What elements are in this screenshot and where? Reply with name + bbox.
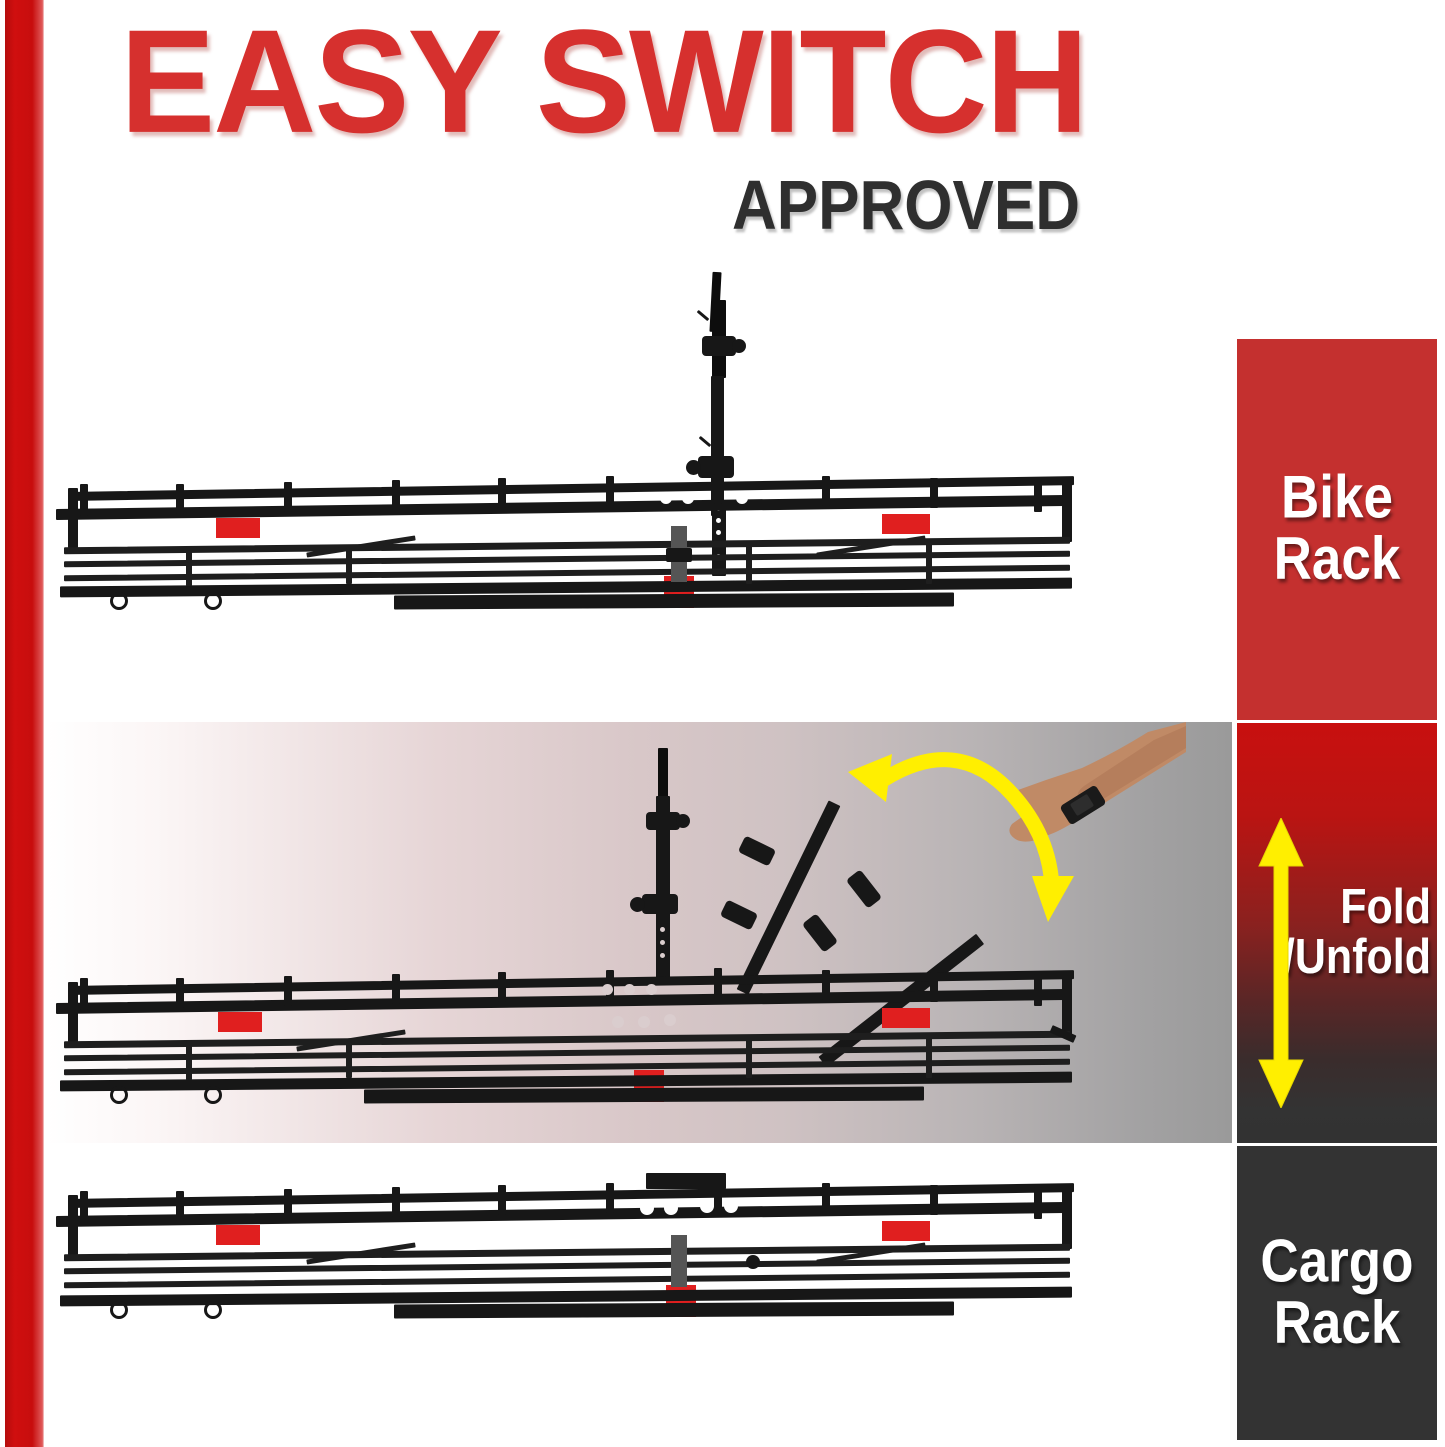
label-panel-cargo-rack: Cargo Rack (1237, 1146, 1437, 1440)
red-marker (216, 518, 260, 538)
red-marker (216, 1225, 260, 1245)
label-panel-bike-rack: Bike Rack (1237, 339, 1437, 720)
label-bike-rack-text: Bike Rack (1273, 464, 1401, 594)
hand-icon (1009, 722, 1186, 842)
header: EASY SWITCH APPROVED (120, 7, 1089, 248)
label-fold-unfold-text: Fold /Unfold (1282, 879, 1431, 985)
label-fold-line1: Fold (1340, 879, 1431, 935)
curved-fold-arrow-icon (848, 752, 1074, 922)
cargo-rack-photo (46, 1145, 1232, 1447)
page-title: EASY SWITCH (120, 0, 1089, 164)
label-bike-rack-line1: Bike (1281, 464, 1393, 532)
red-marker (882, 514, 930, 534)
fold-unfold-photo (46, 722, 1232, 1143)
bike-rack-photo (46, 256, 1232, 722)
label-cargo-rack-line1: Cargo (1260, 1227, 1414, 1296)
red-marker (218, 1012, 262, 1032)
approved-badge-text: APPROVED (732, 167, 1080, 245)
left-accent-bar (5, 0, 44, 1447)
label-cargo-rack-line2: Rack (1273, 1289, 1401, 1357)
label-fold-line2: /Unfold (1282, 929, 1431, 985)
red-marker (882, 1008, 930, 1028)
label-bike-rack-line2: Rack (1273, 526, 1401, 594)
label-cargo-rack-text: Cargo Rack (1260, 1231, 1413, 1354)
red-marker (882, 1221, 930, 1241)
up-down-arrow-icon (1258, 818, 1304, 1108)
